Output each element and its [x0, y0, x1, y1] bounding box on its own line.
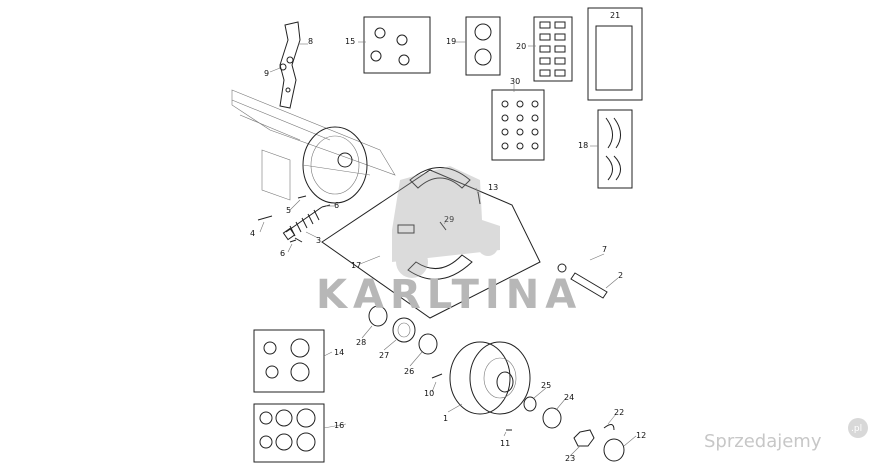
label-3: 3 [316, 236, 321, 245]
clip-29 [439, 221, 447, 231]
kit-box-19 [465, 16, 501, 76]
site-badge-icon [848, 418, 868, 438]
kit-15-contents [370, 27, 410, 66]
label-26: 26 [404, 367, 414, 376]
label-23: 23 [565, 454, 575, 463]
label-11: 11 [500, 439, 510, 448]
label-22: 22 [614, 408, 624, 417]
label-24: 24 [564, 393, 574, 402]
backing-plate [302, 126, 371, 204]
label-30: 30 [510, 77, 520, 86]
label-19: 19 [446, 37, 456, 46]
axle-frame [231, 89, 396, 201]
label-25: 25 [541, 381, 551, 390]
label-5: 5 [286, 206, 291, 215]
leader-lines [259, 41, 637, 457]
washer-9 [279, 63, 287, 71]
label-15: 15 [345, 37, 355, 46]
kit-14-contents [263, 338, 310, 382]
label-12: 12 [636, 431, 646, 440]
adjuster [397, 224, 415, 234]
label-20: 20 [516, 42, 526, 51]
site-badge-text: .pl [851, 424, 862, 434]
spring-13 [477, 191, 481, 205]
label-8: 8 [308, 37, 313, 46]
brake-drum-hub [449, 341, 531, 415]
castle-nut-23 [573, 429, 595, 447]
kit-box-16 [253, 403, 325, 463]
wheel-bolt [557, 263, 608, 299]
label-6a: 6 [334, 201, 339, 210]
label-16: 16 [334, 421, 344, 430]
race-26 [418, 333, 438, 355]
bearing-24 [542, 407, 562, 429]
kit-box-30 [491, 89, 545, 161]
bolt-4 [257, 215, 273, 221]
kit-18-springs [605, 117, 621, 181]
cotter-22 [603, 424, 615, 431]
label-10: 10 [424, 389, 434, 398]
kit-box-14 [253, 329, 325, 393]
bearing-27 [392, 317, 416, 343]
hub-cap-12 [603, 438, 625, 462]
label-18: 18 [578, 141, 588, 150]
label-6b: 6 [280, 249, 285, 258]
race-25 [523, 396, 537, 412]
label-17: 17 [351, 261, 361, 270]
spring-assembly [282, 206, 323, 243]
label-9: 9 [264, 69, 269, 78]
kit-19-ring-upper [474, 23, 492, 41]
label-2: 2 [618, 271, 623, 280]
kit-30-contents [501, 100, 539, 150]
brake-lever [279, 21, 301, 109]
seal-28 [368, 305, 388, 327]
kit-21-inner [595, 25, 633, 91]
site-watermark: Sprzedajemy [704, 431, 822, 452]
brake-shoe-lower [407, 254, 473, 280]
label-13: 13 [488, 183, 498, 192]
pin-5 [297, 195, 307, 199]
label-27: 27 [379, 351, 389, 360]
label-1: 1 [443, 414, 448, 423]
stud-10 [431, 373, 443, 379]
brake-shoe-upper [409, 167, 471, 189]
label-21: 21 [610, 11, 620, 20]
label-4: 4 [250, 229, 255, 238]
kit-19-ring-lower [474, 48, 492, 66]
watermark-tractor-icon [392, 166, 500, 278]
watermark-text: KARLTINA [316, 272, 582, 318]
label-29: 29 [444, 215, 454, 224]
pin-6b [289, 239, 297, 243]
label-7: 7 [602, 245, 607, 254]
label-28: 28 [356, 338, 366, 347]
kit-20-contents [539, 21, 566, 77]
kit-box-18 [597, 109, 633, 189]
label-14: 14 [334, 348, 344, 357]
kit-box-15 [363, 16, 431, 74]
kit-16-contents [259, 408, 316, 452]
